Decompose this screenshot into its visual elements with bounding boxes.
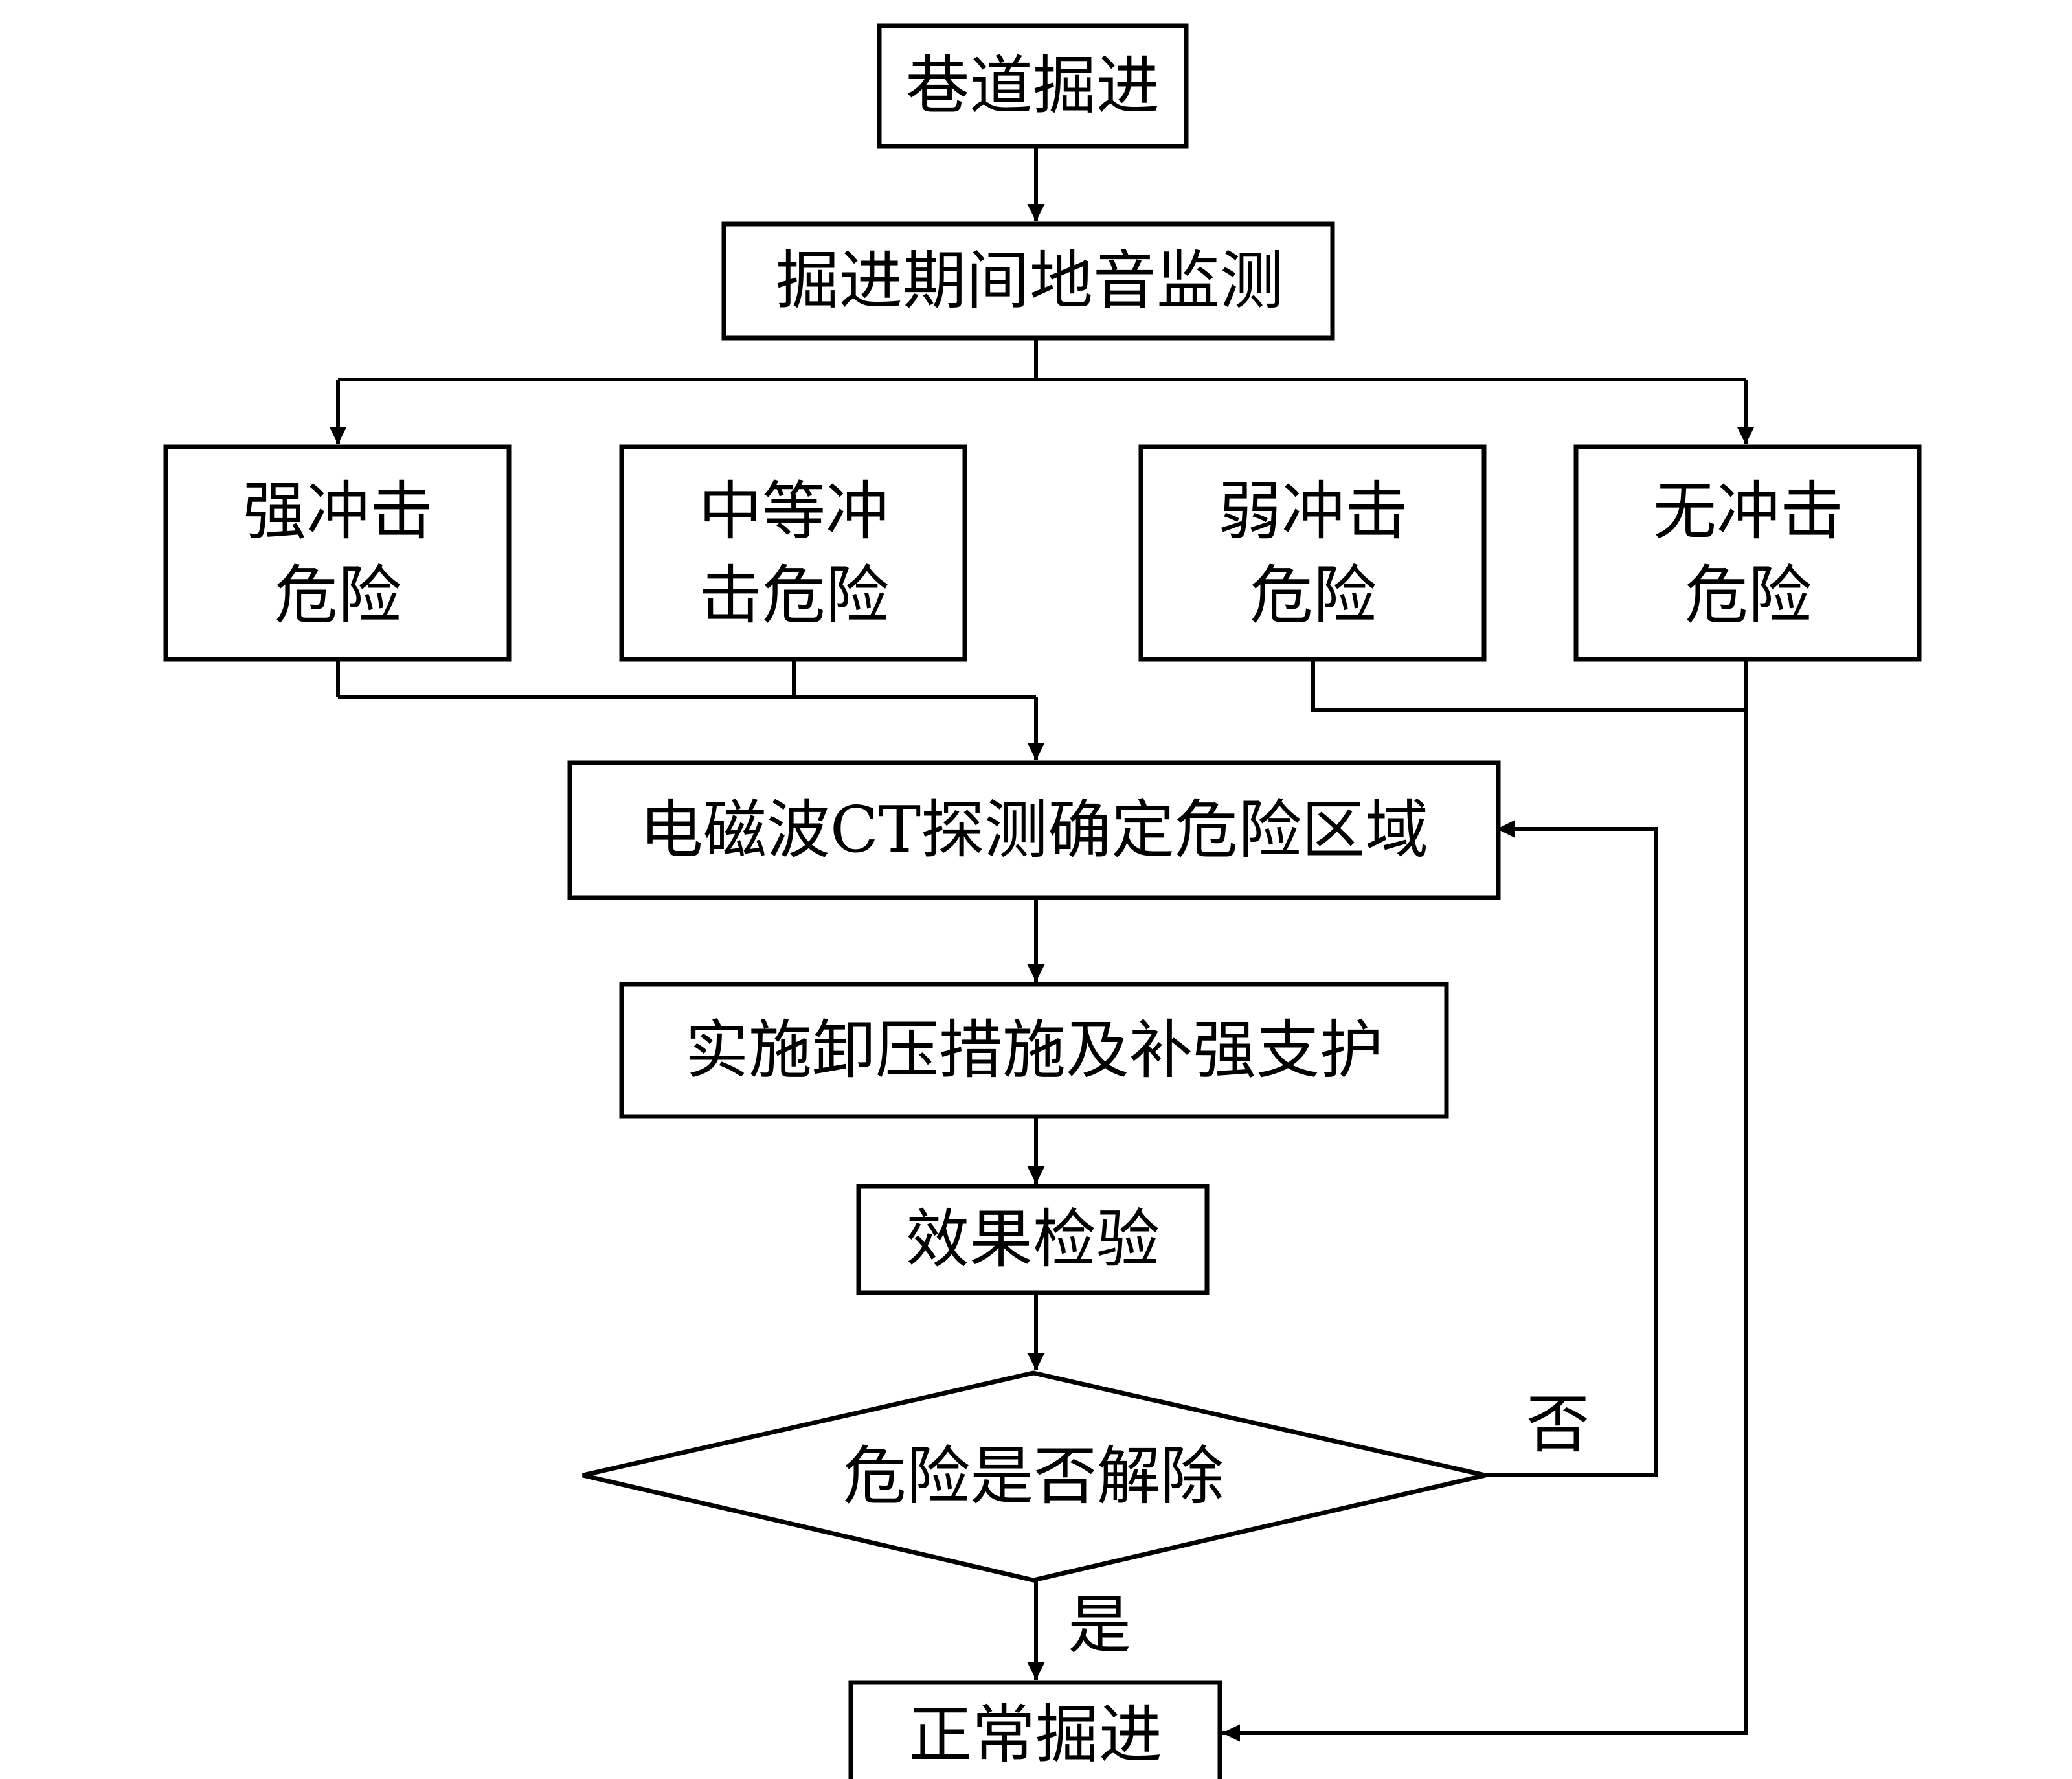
- node-monitor: 掘进期间地音监测: [721, 221, 1335, 341]
- node-weak-risk-line1: 弱冲击: [1218, 475, 1408, 549]
- node-normal-excavation: 正常掘进: [848, 1680, 1222, 1779]
- node-effect-check-label: 效果检验: [906, 1203, 1160, 1276]
- node-monitor-label: 掘进期间地音监测: [776, 244, 1283, 318]
- edge-label-no: 否: [1526, 1388, 1590, 1462]
- node-strong-risk-line1: 强冲击: [243, 475, 433, 549]
- node-strong-risk: 强冲击 危险: [163, 444, 512, 662]
- node-ct-detection: 电磁波CT探测确定危险区域: [567, 760, 1501, 900]
- node-no-risk-line2: 危险: [1685, 559, 1812, 633]
- node-no-risk: 无冲击 危险: [1573, 444, 1922, 662]
- node-medium-risk-line2: 击危险: [699, 559, 889, 633]
- node-effect-check: 效果检验: [856, 1184, 1210, 1295]
- node-medium-risk: 中等冲 击危险: [619, 444, 967, 662]
- node-medium-risk-line1: 中等冲: [699, 475, 889, 549]
- node-decision: 危险是否解除: [582, 1370, 1486, 1583]
- edge-weak-down: [1311, 659, 1746, 712]
- edge-none-to-normal: [1222, 659, 1748, 1742]
- node-normal-excavation-label: 正常掘进: [908, 1698, 1162, 1772]
- node-start-label: 巷道掘进: [906, 49, 1160, 123]
- node-decision-label: 危险是否解除: [843, 1440, 1224, 1513]
- edge-label-yes: 是: [1068, 1589, 1131, 1662]
- edge-decision-no-loop: [1485, 820, 1658, 1477]
- node-start: 巷道掘进: [877, 23, 1189, 149]
- node-relief-support-label: 实施卸压措施及补强支护: [685, 1014, 1383, 1087]
- node-weak-risk: 弱冲击 危险: [1138, 444, 1487, 662]
- node-weak-risk-line2: 危险: [1250, 559, 1377, 633]
- node-strong-risk-line2: 危险: [275, 559, 401, 633]
- node-no-risk-line1: 无冲击: [1653, 475, 1843, 549]
- node-relief-support: 实施卸压措施及补强支护: [619, 982, 1449, 1119]
- node-ct-detection-label: 电磁波CT探测确定危险区域: [640, 793, 1428, 867]
